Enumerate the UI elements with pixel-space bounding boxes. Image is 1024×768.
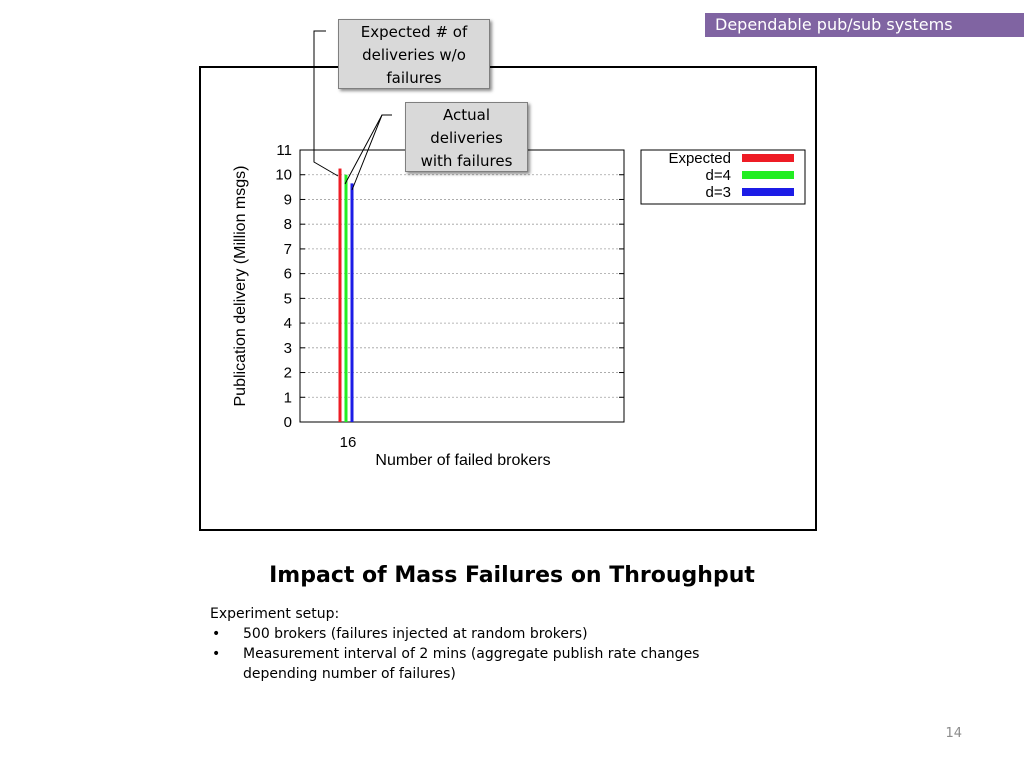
y-tick-label: 0 — [284, 414, 292, 431]
callout-actual-line: Actual — [443, 106, 490, 124]
bars — [338, 168, 354, 422]
legend-swatch — [742, 188, 794, 196]
setup-bullets: 500 brokers (failures injected at random… — [210, 624, 770, 684]
legend-swatch — [742, 171, 794, 179]
y-tick-label: 3 — [284, 340, 292, 357]
experiment-setup: Experiment setup: 500 brokers (failures … — [210, 604, 770, 684]
setup-bullet: Measurement interval of 2 mins (aggregat… — [210, 644, 770, 684]
y-tick-labels: 0 1 2 3 4 5 6 7 8 9 10 11 — [275, 142, 292, 431]
callout-expected: Expected # of deliveries w/o failures — [338, 19, 490, 89]
legend-swatch — [742, 154, 794, 162]
bar-d-4 — [344, 174, 348, 422]
callout-expected-line: Expected # of — [360, 23, 468, 41]
y-tick-label: 11 — [276, 142, 292, 159]
x-axis-label: Number of failed brokers — [375, 452, 550, 469]
page-number: 14 — [945, 726, 962, 741]
callout-actual-line: with failures — [420, 152, 513, 170]
callout-actual-line: deliveries — [430, 129, 503, 147]
x-tick-labels: 16 — [340, 434, 357, 451]
y-tick-label: 7 — [284, 241, 292, 258]
y-tick-label: 2 — [284, 365, 292, 382]
legend-label: d=3 — [706, 184, 731, 201]
setup-bullet: 500 brokers (failures injected at random… — [210, 624, 770, 644]
y-tick-label: 1 — [284, 389, 292, 406]
grid-lines — [300, 149, 624, 423]
y-tick-label: 8 — [284, 216, 292, 233]
callout-expected-line: deliveries w/o — [362, 46, 466, 64]
legend-label: d=4 — [706, 167, 731, 184]
callout-expected-connector — [313, 30, 339, 177]
y-tick-label: 5 — [284, 290, 292, 307]
bar-d-3 — [350, 183, 354, 422]
x-tick-label: 16 — [340, 434, 357, 451]
plot-area — [299, 149, 625, 423]
legend-label: Expected — [668, 150, 731, 167]
y-tick-label: 9 — [284, 191, 292, 208]
bar-expected — [338, 168, 342, 422]
callout-actual-connector-2 — [351, 114, 392, 191]
y-axis-label: Publication delivery (Million msgs) — [232, 166, 249, 407]
y-tick-label: 10 — [275, 167, 292, 184]
callout-expected-line: failures — [386, 69, 442, 87]
section-tag: Dependable pub/sub systems — [705, 13, 1024, 37]
y-tick-label: 4 — [284, 315, 292, 332]
chart-frame — [199, 66, 817, 531]
callout-actual: Actual deliveries with failures — [405, 102, 528, 172]
slide-title: Impact of Mass Failures on Throughput — [269, 563, 755, 588]
y-tick-label: 6 — [284, 266, 292, 283]
setup-heading: Experiment setup: — [210, 606, 340, 622]
callout-connectors — [313, 30, 392, 191]
